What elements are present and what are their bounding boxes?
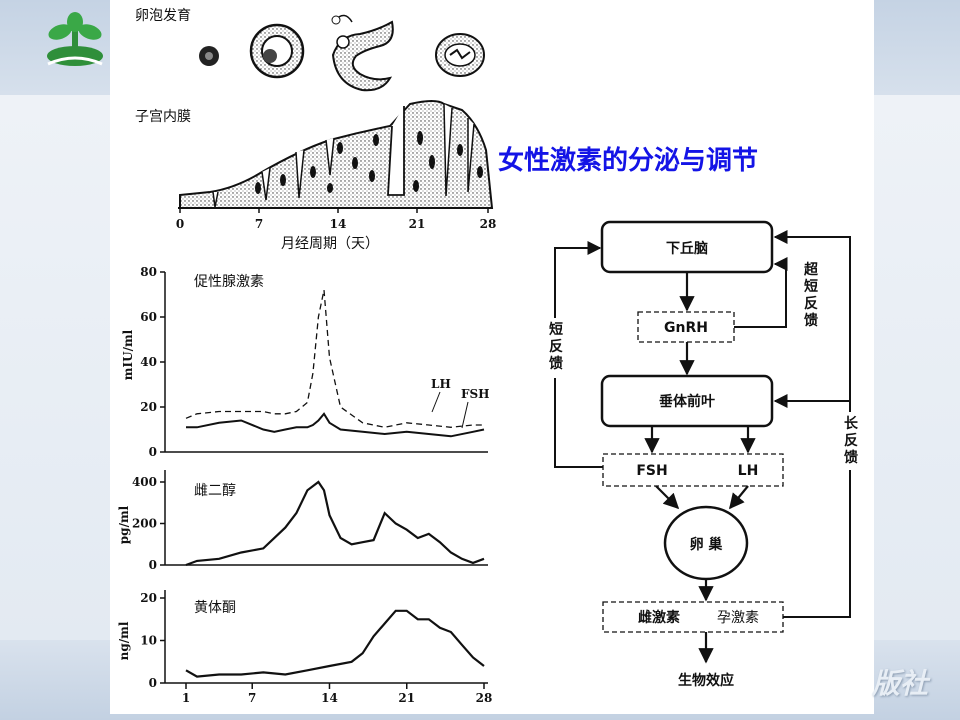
progesterone-chart: 黄体酮 ng/ml 20 10 0 1 7 14 21 28 [117,590,492,705]
legend-lh: LH [431,377,451,391]
y-tick-label: 200 [132,517,157,531]
follicle-stage-3 [331,14,394,92]
figure-panel [110,0,874,714]
follicle-label: 卵泡发育 [135,8,191,24]
endometrium-axis-title: 月经周期（天） [281,236,379,252]
fsh-box-label: FSH [636,463,667,479]
y-tick-label: 20 [140,400,157,414]
publisher-logo-icon [47,12,103,66]
lh-box-label: LH [738,463,759,479]
gonadotropin-ylabel: mIU/ml [121,329,135,380]
endometrium-tick-label: 14 [330,217,347,231]
pituitary-box [600,374,774,428]
y-tick-label: 0 [149,558,157,572]
endometrium-tick-label: 0 [176,217,184,231]
estradiol-label: 雌二醇 [194,482,236,499]
long-feedback-label: 长反馈 [844,415,859,466]
endometrium-tick-label: 7 [255,217,263,231]
x-tick-label: 7 [248,691,256,705]
y-tick-label: 0 [149,445,157,459]
follicle-stages [199,14,485,92]
gnrh-box [637,311,735,343]
fsh-lh-box [602,453,784,487]
progesterone-ylabel: ng/ml [117,621,131,660]
ultra-short-feedback-label: 超短反馈 [803,261,819,329]
endometrium-tick-label: 21 [409,217,426,231]
pituitary-label: 垂体前叶 [659,393,715,410]
gonadotropin-label: 促性腺激素 [194,273,264,290]
y-tick-label: 0 [149,676,157,690]
publisher-watermark: 版社 [872,667,929,700]
x-tick-label: 21 [398,691,415,705]
legend-fsh: FSH [461,387,490,401]
hypothalamus-label: 下丘脑 [666,240,708,257]
follicle-stage-4 [435,33,485,77]
y-tick-label: 20 [140,591,157,605]
estradiol-chart: 雌二醇 pg/ml 400 200 0 [117,470,488,572]
follicle-stage-2 [249,23,305,79]
estrogen-label: 雌激素 [638,609,680,626]
endometrium-ticks: 0 7 14 21 28 [176,208,497,231]
y-tick-label: 10 [140,634,157,648]
y-tick-label: 60 [140,310,157,324]
progestin-label: 孕激素 [717,609,759,626]
y-tick-label: 80 [140,265,157,279]
x-tick-label: 1 [182,691,190,705]
regulation-flowchart: 下丘脑 GnRH 垂体前叶 FSH LH 卵 巢 雌激素 孕激素 生物效应 超短… [545,220,862,689]
x-tick-label: 14 [321,691,338,705]
ovary-label: 卵 巢 [690,536,724,553]
gnrh-label: GnRH [664,320,708,336]
y-tick-label: 40 [140,355,157,369]
effect-label: 生物效应 [678,672,734,689]
slide-title: 女性激素的分泌与调节 [498,146,759,176]
fsh-series-line [186,412,485,438]
endometrium-diagram [179,100,494,209]
endometrium-tick-label: 28 [480,217,497,231]
progesterone-label: 黄体酮 [194,599,236,616]
estradiol-series-line [185,480,485,567]
gonadotropin-chart: 促性腺激素 mIU/ml 80 60 40 20 0 LH FSH [121,265,490,459]
short-feedback-label: 短反馈 [549,321,563,372]
lh-series-line [185,289,484,428]
endometrium-label: 子宫内膜 [135,109,191,125]
estradiol-ylabel: pg/ml [117,505,131,544]
x-tick-label: 28 [476,691,493,705]
progesterone-series-line [185,609,485,678]
y-tick-label: 400 [132,475,157,489]
